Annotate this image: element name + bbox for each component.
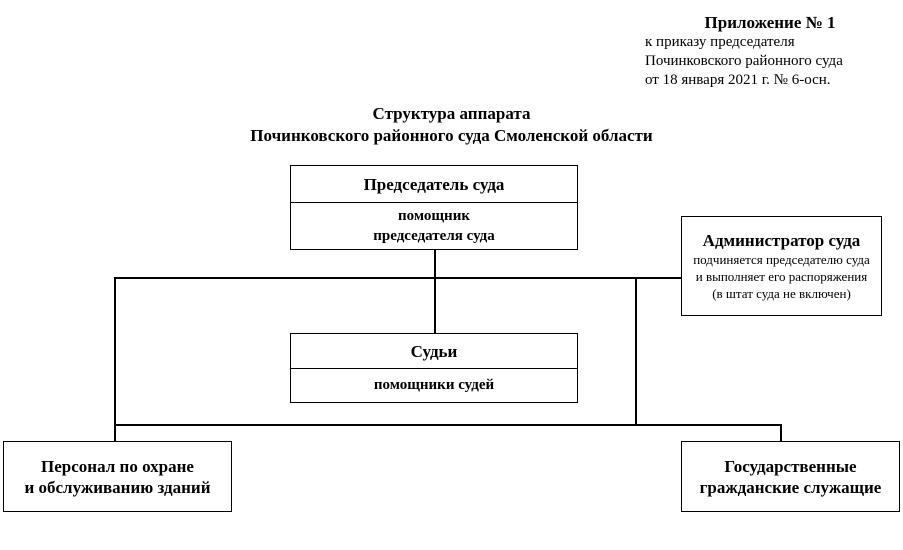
node-administrator-title: Администратор суда: [702, 231, 861, 250]
node-security-staff-line-1: Персонал по охране: [41, 456, 194, 476]
node-chairman-header-cell: Председатель суда: [291, 166, 577, 203]
connector-drop-to-civil-servants: [780, 424, 782, 442]
connector-chairman-to-judges: [434, 250, 436, 333]
node-civil-servants-line-1: Государственные: [724, 456, 857, 476]
node-judges-title: Судьи: [410, 341, 458, 361]
node-chairman-of-court: Председатель суда помощник председателя …: [290, 165, 578, 250]
node-administrator-line-2: и выполняет его распоряжения: [695, 269, 868, 284]
node-chairman-title: Председатель суда: [363, 174, 505, 194]
node-court-administrator: Администратор суда подчиняется председат…: [681, 216, 882, 316]
node-chairman-assistant-line-2: председателя суда: [373, 227, 495, 244]
connector-drop-to-security-staff: [114, 424, 116, 442]
node-judges-header-cell: Судьи: [291, 334, 577, 369]
node-security-and-building-staff: Персонал по охране и обслуживанию зданий: [3, 441, 232, 512]
node-security-staff-line-2: и обслуживанию зданий: [24, 477, 211, 497]
connector-lower-bus: [114, 424, 782, 426]
node-judges: Судьи помощники судей: [290, 333, 578, 403]
appendix-title: Приложение № 1: [704, 13, 836, 32]
node-judges-assistants-label: помощники судей: [373, 377, 495, 393]
page-title: Структура аппарата Починковского районно…: [0, 103, 903, 147]
node-state-civil-servants: Государственные гражданские служащие: [681, 441, 900, 512]
node-chairman-assistant-line-1: помощник: [398, 207, 470, 224]
connector-right-trunk: [635, 277, 637, 425]
node-chairman-assistant-cell: помощник председателя суда: [291, 203, 577, 248]
node-administrator-line-1: подчиняется председателю суда: [693, 252, 870, 267]
node-judges-assistants-cell: помощники судей: [291, 369, 577, 401]
connector-upper-bus: [114, 277, 682, 279]
node-civil-servants-line-2: гражданские служащие: [699, 477, 882, 497]
appendix-line-3: от 18 января 2021 г. № 6-осн.: [645, 72, 831, 88]
appendix-line-1: к приказу председателя: [645, 34, 795, 50]
page-title-line-2: Починковского районного суда Смоленской …: [250, 126, 653, 145]
appendix-line-2: Починковского районного суда: [645, 53, 843, 69]
page-title-line-1: Структура аппарата: [372, 104, 531, 123]
appendix-header: Приложение № 1 к приказу председателя По…: [645, 12, 895, 90]
connector-left-trunk: [114, 277, 116, 425]
node-administrator-line-3: (в штат суда не включен): [712, 286, 851, 301]
